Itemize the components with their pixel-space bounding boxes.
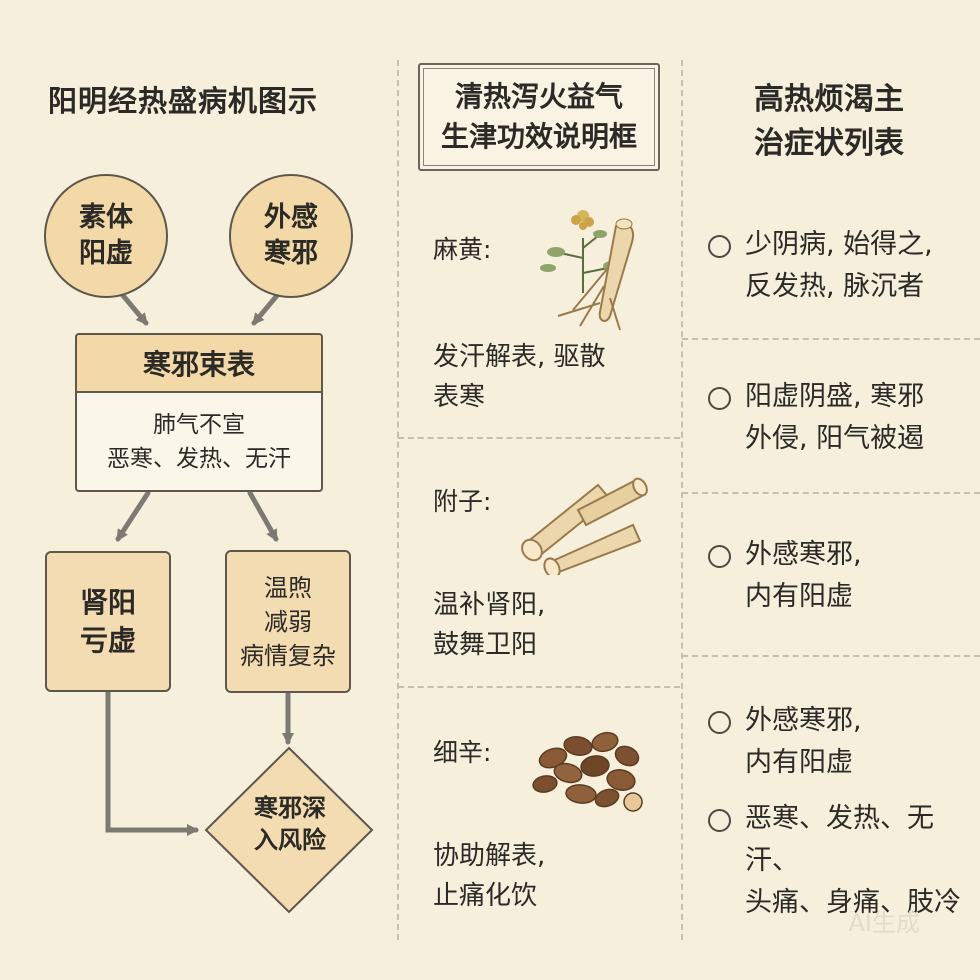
herb-2-desc: 温补肾阳, 鼓舞卫阳 <box>433 590 546 660</box>
symptom-item-2: 阳虚阴盛, 寒邪 外侵, 阳气被遏 <box>708 376 924 460</box>
node-external-cold: 外感 寒邪 <box>229 174 353 298</box>
bullet-circle-icon <box>708 545 731 568</box>
symptom-item-3: 外感寒邪, 内有阳虚 <box>708 534 862 618</box>
symptom-item-1-text: 少阴病, 始得之, 反发热, 脉沉者 <box>745 229 933 302</box>
symptom-item-5-text: 恶寒、发热、无汗、 头痛、身痛、肢冷 <box>745 803 961 918</box>
node-cold-penetration-risk: 寒邪深 入风险 <box>254 794 326 854</box>
arrow-box-to-right <box>247 490 279 542</box>
ephedra-root-icon <box>540 210 634 331</box>
symptom-list-title: 高热烦渴主 治症状列表 <box>754 82 904 161</box>
symptom-separator-3 <box>682 655 980 657</box>
arrow-left-to-diamond <box>105 687 199 836</box>
herb-section-title: 清热泻火益气 生津功效说明框 <box>418 63 660 171</box>
aconite-root-slices-icon <box>521 477 648 575</box>
herb-separator-1 <box>398 437 680 439</box>
symptom-separator-2 <box>682 492 980 494</box>
bullet-circle-icon <box>708 387 731 410</box>
herb-3-name: 细辛: <box>433 738 492 767</box>
symptom-item-1: 少阴病, 始得之, 反发热, 脉沉者 <box>708 224 933 308</box>
symptom-item-3-text: 外感寒邪, 内有阳虚 <box>745 539 862 612</box>
node-warming-weakened: 温煦 减弱 病情复杂 <box>225 550 351 693</box>
flowchart-connectors <box>105 283 374 914</box>
watermark: AI生成 <box>848 909 921 937</box>
symptom-item-4-text: 外感寒邪, 内有阳虚 <box>745 705 862 778</box>
risk-diamond-shape <box>204 746 374 914</box>
herb-3-desc: 协助解表, 止痛化饮 <box>433 841 546 911</box>
column-divider-left <box>397 60 399 940</box>
symptom-item-2-text: 阳虚阴盛, 寒邪 外侵, 阳气被遏 <box>745 381 925 454</box>
flowchart-title: 阳明经热盛病机图示 <box>48 84 319 118</box>
arrow-box-to-left <box>115 490 151 542</box>
column-divider-right <box>681 60 683 940</box>
symptom-separator-1 <box>682 338 980 340</box>
node-cold-binding-header: 寒邪束表 <box>75 333 323 391</box>
node-kidney-yang-deficiency: 肾阳 亏虚 <box>45 551 171 692</box>
herb-1-desc: 发汗解表, 驱散 表寒 <box>433 342 606 412</box>
herb-separator-2 <box>398 686 680 688</box>
seeds-pile-icon <box>532 731 643 812</box>
node-constitution-yang-deficiency: 素体 阳虚 <box>44 174 168 298</box>
bullet-circle-icon <box>708 809 731 832</box>
node-cold-binding-body: 肺气不宣 恶寒、发热、无汗 <box>75 391 323 492</box>
herb-1-name: 麻黄: <box>433 235 492 264</box>
symptom-item-4: 外感寒邪, 内有阳虚 <box>708 700 862 784</box>
bullet-circle-icon <box>708 711 731 734</box>
bullet-circle-icon <box>708 235 731 258</box>
herb-2-name: 附子: <box>433 487 492 516</box>
symptom-item-5: 恶寒、发热、无汗、 头痛、身痛、肢冷 <box>708 798 980 924</box>
